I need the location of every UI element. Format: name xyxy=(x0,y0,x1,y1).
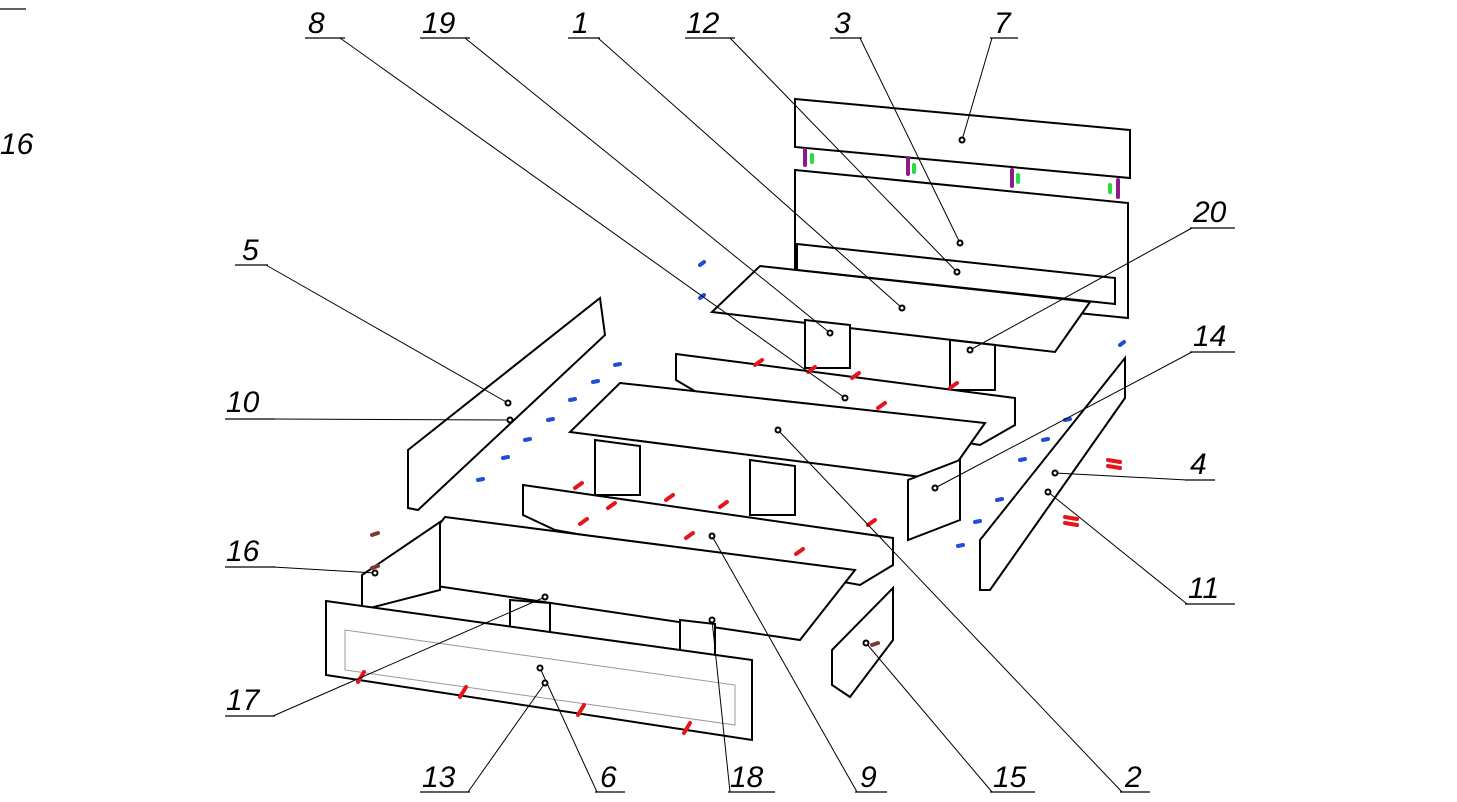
callout-5: 5 xyxy=(235,234,512,407)
svg-text:9: 9 xyxy=(860,761,877,794)
callout-8: 8 xyxy=(305,7,849,402)
callout-18: 18 xyxy=(708,616,775,794)
leg-panel-15 xyxy=(831,585,894,699)
svg-text:4: 4 xyxy=(1190,448,1207,481)
svg-text:10: 10 xyxy=(226,386,260,419)
callout-10: 10 xyxy=(225,386,514,424)
svg-text:14: 14 xyxy=(1193,320,1226,353)
callout-2: 2 xyxy=(774,426,1150,794)
svg-text:12: 12 xyxy=(686,7,720,40)
svg-text:5: 5 xyxy=(242,234,259,267)
callout-1: 1 xyxy=(568,7,906,312)
svg-text:15: 15 xyxy=(993,761,1027,794)
svg-text:16: 16 xyxy=(226,535,260,568)
callout-11: 11 xyxy=(1044,488,1235,605)
callout-9: 9 xyxy=(708,532,887,794)
svg-text:6: 6 xyxy=(600,761,617,794)
callout-12: 12 xyxy=(685,7,961,276)
svg-text:11: 11 xyxy=(1188,572,1219,605)
svg-text:7: 7 xyxy=(994,7,1012,40)
hardware-fasteners xyxy=(356,148,1126,735)
svg-text:8: 8 xyxy=(308,7,325,40)
callout-6: 6 xyxy=(536,664,625,794)
callout-19: 19 xyxy=(420,7,834,337)
callout-16: 16 xyxy=(225,535,379,577)
svg-text:13: 13 xyxy=(422,761,456,794)
svg-text:20: 20 xyxy=(1192,196,1227,229)
edge-label-left: 16 xyxy=(0,128,34,161)
callout-4: 4 xyxy=(1051,448,1215,481)
callout-15: 15 xyxy=(862,639,1035,794)
svg-text:3: 3 xyxy=(834,7,851,40)
callout-14: 14 xyxy=(931,320,1235,492)
svg-text:17: 17 xyxy=(226,684,261,717)
svg-text:1: 1 xyxy=(572,7,589,40)
callout-3: 3 xyxy=(830,7,964,247)
svg-text:2: 2 xyxy=(1124,761,1142,794)
callout-7: 7 xyxy=(958,7,1018,144)
svg-text:18: 18 xyxy=(730,761,764,794)
callout-17: 17 xyxy=(225,593,549,717)
callout-13: 13 xyxy=(420,679,549,794)
rail-9 xyxy=(522,483,894,587)
svg-text:19: 19 xyxy=(422,7,456,40)
callout-20: 20 xyxy=(966,196,1235,354)
